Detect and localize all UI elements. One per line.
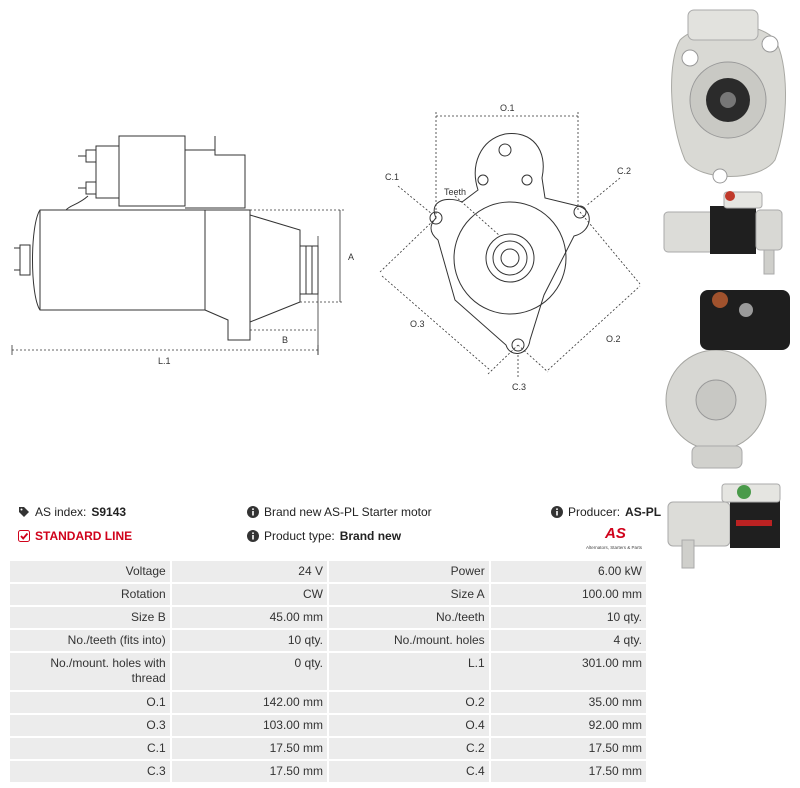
spec-label: Voltage — [10, 561, 170, 582]
spec-value: CW — [171, 584, 327, 605]
label-c3: C.3 — [512, 382, 526, 392]
front-view-dimensions — [379, 112, 641, 378]
starter-photo-side-2[interactable] — [667, 483, 781, 569]
spec-value: 17.50 mm — [490, 738, 646, 759]
spec-label: C.2 — [328, 738, 489, 759]
as-pl-logo: AS Alternators, Starters & Parts — [586, 525, 643, 550]
standard-line-badge: STANDARD LINE — [18, 529, 132, 543]
checkbox-checked-icon — [18, 530, 30, 542]
product-type: Product type: Brand new — [247, 529, 401, 543]
label-o2: O.2 — [606, 334, 621, 344]
spec-value: 24 V — [171, 561, 327, 582]
side-view-drawing — [14, 135, 319, 341]
label-teeth: Teeth — [444, 187, 466, 197]
product-description: Brand new AS-PL Starter motor — [247, 505, 432, 519]
spec-label: Rotation — [10, 584, 170, 605]
spec-label: No./mount. holes with thread — [10, 653, 170, 690]
spec-label: Size B — [10, 607, 170, 628]
label-o1: O.1 — [500, 103, 515, 113]
spec-value: 4 qty. — [490, 630, 646, 651]
info-icon — [247, 530, 259, 542]
spec-value: 142.00 mm — [171, 692, 327, 713]
spec-label: Size A — [328, 584, 489, 605]
label-a: A — [348, 252, 354, 262]
producer: Producer: AS-PL — [551, 505, 661, 519]
front-view-drawing — [429, 133, 590, 354]
spec-value: 103.00 mm — [171, 715, 327, 736]
spec-label: No./teeth — [328, 607, 489, 628]
starter-photo-front[interactable] — [671, 9, 786, 184]
info-icon — [247, 506, 259, 518]
info-icon — [551, 506, 563, 518]
spec-value: 35.00 mm — [490, 692, 646, 713]
product-photos — [663, 9, 790, 569]
spec-label: L.1 — [328, 653, 489, 690]
spec-label: O.1 — [10, 692, 170, 713]
spec-value: 17.50 mm — [171, 738, 327, 759]
starter-photo-side[interactable] — [663, 191, 783, 275]
label-c1: C.1 — [385, 172, 399, 182]
spec-value: 17.50 mm — [171, 761, 327, 782]
spec-label: C.3 — [10, 761, 170, 782]
spec-value: 10 qty. — [171, 630, 327, 651]
spec-label: No./teeth (fits into) — [10, 630, 170, 651]
tags-icon — [18, 506, 30, 518]
product-info: AS index: S9143 Brand new AS-PL Starter … — [10, 500, 661, 550]
spec-value: 10 qty. — [490, 607, 646, 628]
spec-value: 100.00 mm — [490, 584, 646, 605]
label-l1: L.1 — [158, 356, 171, 366]
spec-label: O.3 — [10, 715, 170, 736]
spec-value: 6.00 kW — [490, 561, 646, 582]
spec-label: O.2 — [328, 692, 489, 713]
side-view-dimensions — [11, 209, 344, 355]
spec-value: 0 qty. — [171, 653, 327, 690]
svg-text:AS: AS — [604, 525, 626, 542]
svg-text:Alternators, Starters & Parts: Alternators, Starters & Parts — [586, 545, 643, 550]
spec-label: O.4 — [328, 715, 489, 736]
spec-value: 45.00 mm — [171, 607, 327, 628]
spec-label: C.1 — [10, 738, 170, 759]
starter-photo-rear[interactable] — [665, 290, 790, 469]
spec-row: No./teeth (fits into)10 qty.No./mount. h… — [10, 630, 646, 651]
spec-label: Power — [328, 561, 489, 582]
as-index: AS index: S9143 — [18, 505, 126, 519]
technical-drawings: A B L.1 O.1 O.2 O.3 C.1 C.2 C.3 Teeth — [11, 103, 641, 392]
label-b: B — [282, 335, 288, 345]
spec-label: C.4 — [328, 761, 489, 782]
label-c2: C.2 — [617, 166, 631, 176]
label-o3: O.3 — [410, 319, 425, 329]
spec-value: 92.00 mm — [490, 715, 646, 736]
spec-label: No./mount. holes — [328, 630, 489, 651]
spec-value: 17.50 mm — [490, 761, 646, 782]
spec-value: 301.00 mm — [490, 653, 646, 690]
